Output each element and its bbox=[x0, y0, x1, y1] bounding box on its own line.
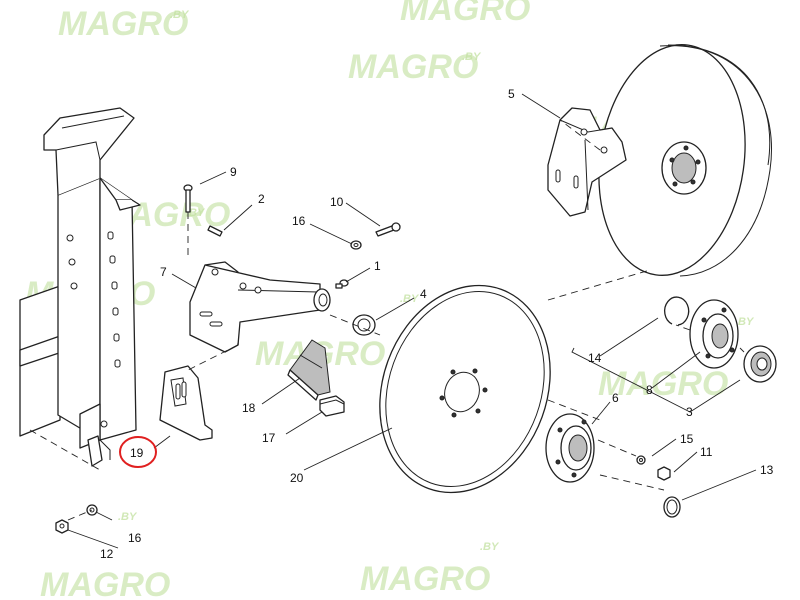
callout-5: 5 bbox=[508, 87, 515, 101]
part-7-bracket bbox=[189, 261, 331, 353]
watermark-8-suffix: .BY bbox=[735, 316, 755, 328]
callout-1: 1 bbox=[374, 259, 381, 273]
hardware bbox=[55, 184, 690, 534]
part-19-scraper bbox=[159, 365, 213, 441]
callout-7: 7 bbox=[160, 265, 167, 279]
watermark-1-suffix: .BY bbox=[170, 9, 190, 21]
callout-16-top: 16 bbox=[292, 214, 306, 228]
callout-19: 19 bbox=[130, 446, 144, 460]
part-5-disc-assembly bbox=[547, 44, 772, 277]
callout-8: 8 bbox=[646, 383, 653, 397]
callout-12: 12 bbox=[100, 547, 114, 561]
callout-15: 15 bbox=[680, 432, 694, 446]
part-20-disc bbox=[379, 284, 551, 494]
callout-4: 4 bbox=[420, 287, 427, 301]
part-17-block bbox=[319, 395, 345, 417]
callout-17: 17 bbox=[262, 431, 276, 445]
watermark-3: MAGRO bbox=[348, 48, 478, 86]
watermark-10: MAGRO bbox=[360, 560, 490, 598]
watermark-9-suffix: .BY bbox=[118, 511, 138, 523]
watermark-2: MAGRO bbox=[400, 0, 530, 28]
callout-16-bottom: 16 bbox=[128, 531, 142, 545]
callout-20: 20 bbox=[290, 471, 304, 485]
highlight-circle-19 bbox=[119, 436, 157, 468]
part-3-bearing bbox=[743, 345, 777, 383]
callout-2: 2 bbox=[258, 192, 265, 206]
watermark-10-suffix: .BY bbox=[480, 541, 500, 553]
watermark-8: MAGRO bbox=[598, 365, 728, 403]
callout-3: 3 bbox=[686, 405, 693, 419]
callout-11: 11 bbox=[700, 445, 713, 459]
shank-frame bbox=[19, 107, 141, 467]
watermark-1: MAGRO bbox=[58, 5, 188, 43]
watermark-5-suffix: .BY bbox=[186, 207, 206, 219]
callout-18: 18 bbox=[242, 401, 256, 415]
part-8-hub bbox=[689, 299, 739, 369]
assembly-axes bbox=[29, 119, 745, 521]
callout-14: 14 bbox=[588, 351, 602, 365]
watermark-6-suffix: .BY bbox=[400, 293, 420, 305]
watermark-3-suffix: .BY bbox=[462, 51, 482, 63]
callout-9: 9 bbox=[230, 165, 237, 179]
callout-13: 13 bbox=[760, 463, 774, 477]
part-6-hub bbox=[545, 413, 595, 483]
callout-10: 10 bbox=[330, 195, 344, 209]
callout-6: 6 bbox=[612, 391, 619, 405]
callout-labels: 9 2 16 10 1 4 7 18 17 20 19 16 12 5 6 15… bbox=[100, 87, 774, 561]
part-18-plate bbox=[287, 339, 331, 401]
watermark-9: MAGRO bbox=[40, 566, 170, 600]
leader-lines bbox=[67, 93, 757, 549]
